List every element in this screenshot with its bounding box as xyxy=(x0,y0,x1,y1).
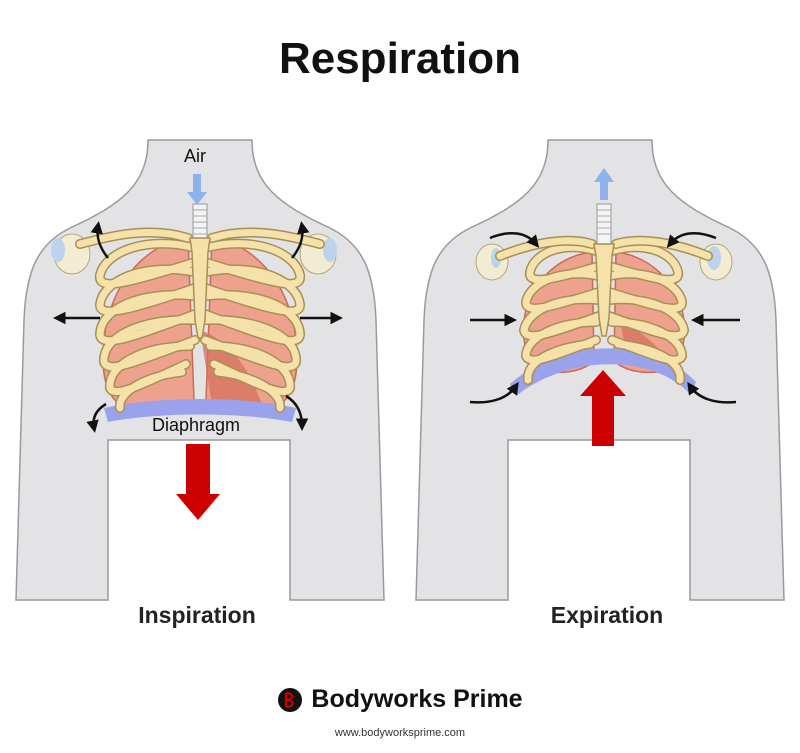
contract-arrow-icon xyxy=(666,231,717,248)
inspiration-caption: Inspiration xyxy=(138,602,256,628)
brand-footer: Bodyworks Prime xyxy=(0,685,800,718)
air-out-arrow-icon xyxy=(594,168,614,200)
sternum-left xyxy=(189,237,211,339)
rib-expansion-arrows xyxy=(53,221,343,433)
air-in-arrow-icon xyxy=(187,174,207,205)
sternum-right xyxy=(593,243,615,337)
diaphragm-up-arrow-icon xyxy=(580,370,626,446)
rib-contraction-arrows xyxy=(469,231,740,404)
brand-url[interactable]: www.bodyworksprime.com xyxy=(334,727,466,739)
expiration-panel xyxy=(415,139,785,601)
expand-arrow-icon xyxy=(86,402,107,433)
diaphragm-right xyxy=(510,348,696,396)
expand-arrow-icon xyxy=(291,221,310,259)
bp-logo-icon xyxy=(278,687,303,712)
contract-arrow-icon xyxy=(687,381,737,404)
contract-arrow-icon xyxy=(469,381,519,404)
expand-arrow-icon xyxy=(90,221,109,259)
brand-name: Bodyworks Prime xyxy=(311,685,523,713)
diaphragm-left xyxy=(104,399,296,422)
diaphragm-label: Diaphragm xyxy=(152,415,241,435)
inspiration-panel xyxy=(15,139,385,601)
air-label: Air xyxy=(184,146,206,166)
expand-arrow-icon xyxy=(285,394,309,431)
diagram-title: Respiration xyxy=(278,34,522,83)
rib-cage-right xyxy=(495,235,713,385)
expiration-caption: Expiration xyxy=(550,602,664,628)
diaphragm-down-arrow-icon xyxy=(176,444,220,520)
contract-arrow-icon xyxy=(489,231,540,248)
rib-cage-left xyxy=(75,227,325,413)
